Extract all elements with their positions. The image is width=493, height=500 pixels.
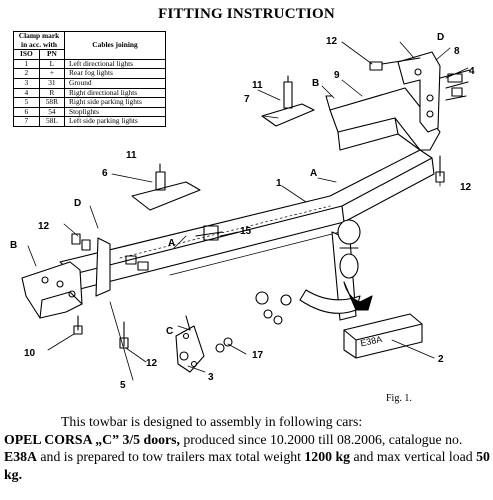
description-intro: This towbar is designed to assembly in f… [61,414,363,429]
chain-17 [215,337,233,353]
reinforcement-plate-top [261,75,315,127]
label-part-12-top: 12 [326,36,338,47]
label-D-right: D [437,32,444,43]
production-text: produced since 10.2000 till 08.2006, cat… [179,431,463,447]
label-part-10: 10 [24,348,36,359]
label-part-11-left: 11 [126,150,137,161]
cell-cable: Left side parking lights [64,116,166,127]
label-part-3: 3 [208,372,214,383]
max-weight: 1200 kg [304,449,351,464]
label-part-12-right: 12 [460,182,472,193]
tow-ball [337,219,361,279]
car-name: OPEL CORSA „C” 3/5 doors, [4,431,180,447]
part-labels: 1 2 3 4 5 6 7 8 9 10 11 11 12 12 12 12 1… [10,32,475,391]
reinforcement-plate-left [131,163,201,211]
description-body: OPEL CORSA „C” 3/5 doors, produced since… [4,431,490,484]
bolts-upper-right [369,61,463,183]
bolt-15 [195,225,223,241]
bolts-left [71,233,149,349]
leader-lines [27,41,469,381]
label-part-1: 1 [276,178,282,189]
label-C: C [166,326,173,337]
figure-label: Fig. 1. [386,393,412,404]
label-B-top: B [312,78,319,89]
label-B-left: B [10,240,17,251]
label-part-9: 9 [334,70,340,81]
label-A-right: A [310,168,317,179]
header-cables-joining: Cables joining [64,31,166,60]
left-side-plate [21,237,111,319]
label-A-left: A [168,238,175,249]
plate-text: E38A [359,334,383,348]
cable-table: Clamp mark in acc. with Cables joining I… [13,30,166,127]
label-part-8: 8 [454,46,460,57]
towbar-drawing: 1 2 3 4 5 6 7 8 9 10 11 11 12 12 12 12 1… [10,32,475,391]
washers [255,291,292,325]
type-plate [343,281,423,359]
label-part-2: 2 [438,354,444,365]
max-load: 50 kg. [4,449,490,482]
trailer-text: and is prepared to tow trailers max tota… [36,449,305,464]
load-text: and max vertical load [350,449,477,464]
crossbar-1 [59,149,435,291]
socket-plate [175,315,205,373]
catalogue-number: E38A [4,449,37,464]
right-arm [325,87,441,151]
label-part-11-top: 11 [252,80,263,91]
label-part-5: 5 [120,380,126,391]
page-title: FITTING INSTRUCTION [158,6,335,22]
label-part-12-left: 12 [38,221,50,232]
cell-pn: 58L [38,116,66,127]
description: This towbar is designed to assembly in f… [4,413,490,483]
label-part-17: 17 [252,350,264,361]
label-part-12-bottom: 12 [146,358,158,369]
label-part-4: 4 [469,66,475,77]
label-part-6: 6 [102,168,108,179]
label-part-7: 7 [244,94,250,105]
label-part-15: 15 [240,226,252,237]
label-D-left: D [74,198,81,209]
